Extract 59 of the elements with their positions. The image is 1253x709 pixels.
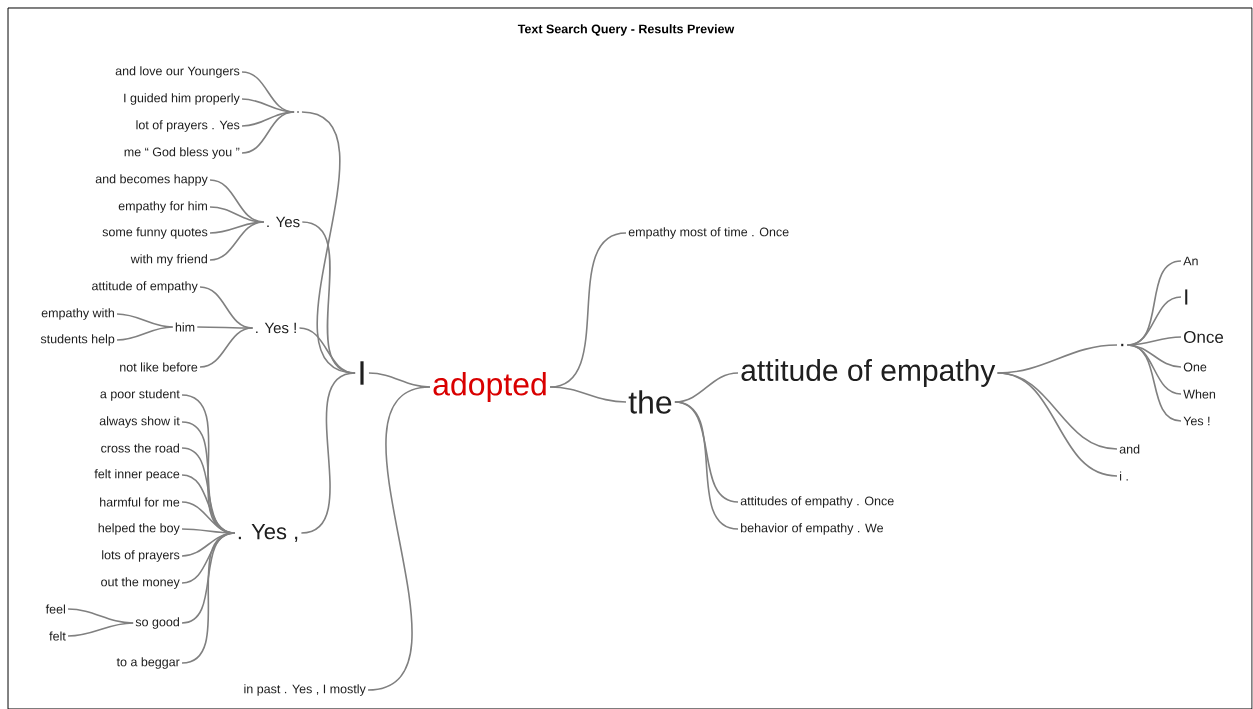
word-label: One <box>1183 362 1207 372</box>
word-label: a poor student <box>100 389 180 401</box>
word-label: and becomes happy <box>95 174 208 186</box>
word-label: empathy with <box>41 308 114 320</box>
word-label: students help <box>40 334 115 346</box>
word-label: not like before <box>120 362 198 372</box>
branch-line <box>116 326 174 341</box>
branch-line <box>367 386 431 691</box>
word-label: lots of prayers <box>102 550 180 562</box>
word-label: attitude of empathy <box>92 281 198 293</box>
branch-line <box>181 532 236 664</box>
branch-line <box>199 327 254 368</box>
word-label: behavior of empathy . We <box>741 523 883 535</box>
branch-line <box>549 386 627 403</box>
word-label: attitudes of empathy . Once <box>740 496 894 508</box>
word-label: in past . Yes , I mostly <box>244 684 366 696</box>
word-label: . Yes <box>267 216 300 228</box>
branch-line <box>1126 344 1182 422</box>
word-label: I guided him properly <box>124 93 240 105</box>
word-label: lot of prayers . Yes <box>136 120 240 132</box>
branch-line <box>300 372 356 534</box>
word-label: felt <box>49 631 66 641</box>
word-label: empathy most of time . Once <box>628 227 789 239</box>
word-label: so good <box>135 617 179 629</box>
word-label: . Yes ! <box>256 322 296 334</box>
branch-line <box>67 622 134 637</box>
word-label: and love our Youngers <box>115 66 240 78</box>
word-label: helped the boy <box>98 523 180 535</box>
word-label: out the money <box>101 577 180 589</box>
word-label: felt inner peace <box>94 469 180 481</box>
word-label: and <box>1119 444 1140 454</box>
word-label: me “ God bless you ” <box>124 147 240 159</box>
word-label: harmful for me <box>100 497 180 507</box>
word-label: to a beggar <box>116 657 180 669</box>
word-label: cross the road <box>101 443 179 453</box>
branch-line <box>996 372 1118 477</box>
word-label: Once <box>1184 331 1224 343</box>
word-label: some funny quotes <box>102 227 208 239</box>
word-label: . Yes , <box>238 524 298 542</box>
word-label: feel <box>45 604 65 614</box>
branch-line <box>209 221 265 261</box>
branch-line <box>241 111 295 154</box>
title: Text Search Query - Results Preview <box>517 24 735 36</box>
word-label: i . <box>1120 471 1128 481</box>
word-label: . <box>1121 343 1124 347</box>
word-label: attitude of empathy <box>741 359 996 387</box>
word-label: When <box>1183 389 1216 399</box>
word-label: I <box>1185 289 1188 305</box>
word-label: An <box>1183 256 1198 266</box>
word-label: I <box>360 361 364 385</box>
branch-line <box>674 401 739 530</box>
root-word: adopted <box>433 372 546 402</box>
word-label: him <box>175 322 195 332</box>
word-label: empathy for him <box>118 201 207 213</box>
word-label: the <box>628 390 672 414</box>
word-label: with my friend <box>130 254 207 266</box>
word-label: Yes ! <box>1183 416 1210 426</box>
word-label: always show it <box>99 416 180 428</box>
word-label: . <box>297 111 299 113</box>
